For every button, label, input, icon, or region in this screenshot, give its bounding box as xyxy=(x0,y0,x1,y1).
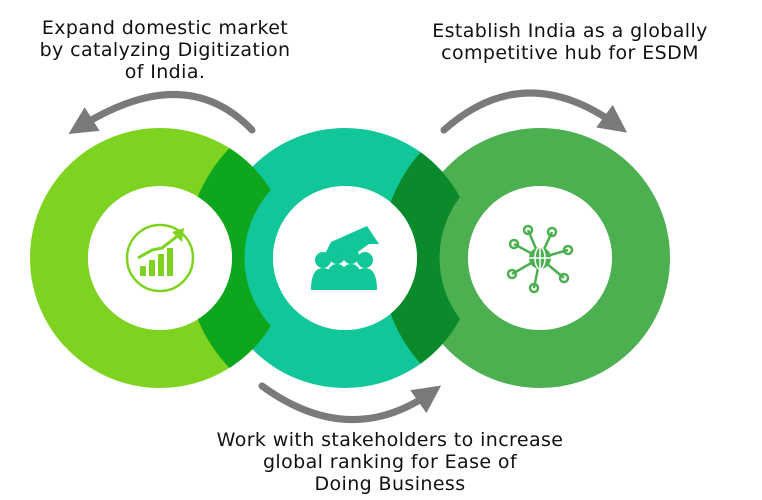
growth-chart-icon xyxy=(125,223,195,293)
top-left-arrow xyxy=(68,91,256,135)
top-right-arrow xyxy=(440,89,628,134)
caption-expand-domestic-market: Expand domestic market by catalyzing Dig… xyxy=(39,17,291,83)
bottom-arrow xyxy=(258,382,442,424)
people-arrow-icon xyxy=(311,226,379,290)
network-globe-icon xyxy=(506,224,574,294)
caption-establish-esdm-hub: Establish India as a globally competitiv… xyxy=(432,20,708,64)
caption-ease-of-business: Work with stakeholders to increase globa… xyxy=(216,429,564,495)
